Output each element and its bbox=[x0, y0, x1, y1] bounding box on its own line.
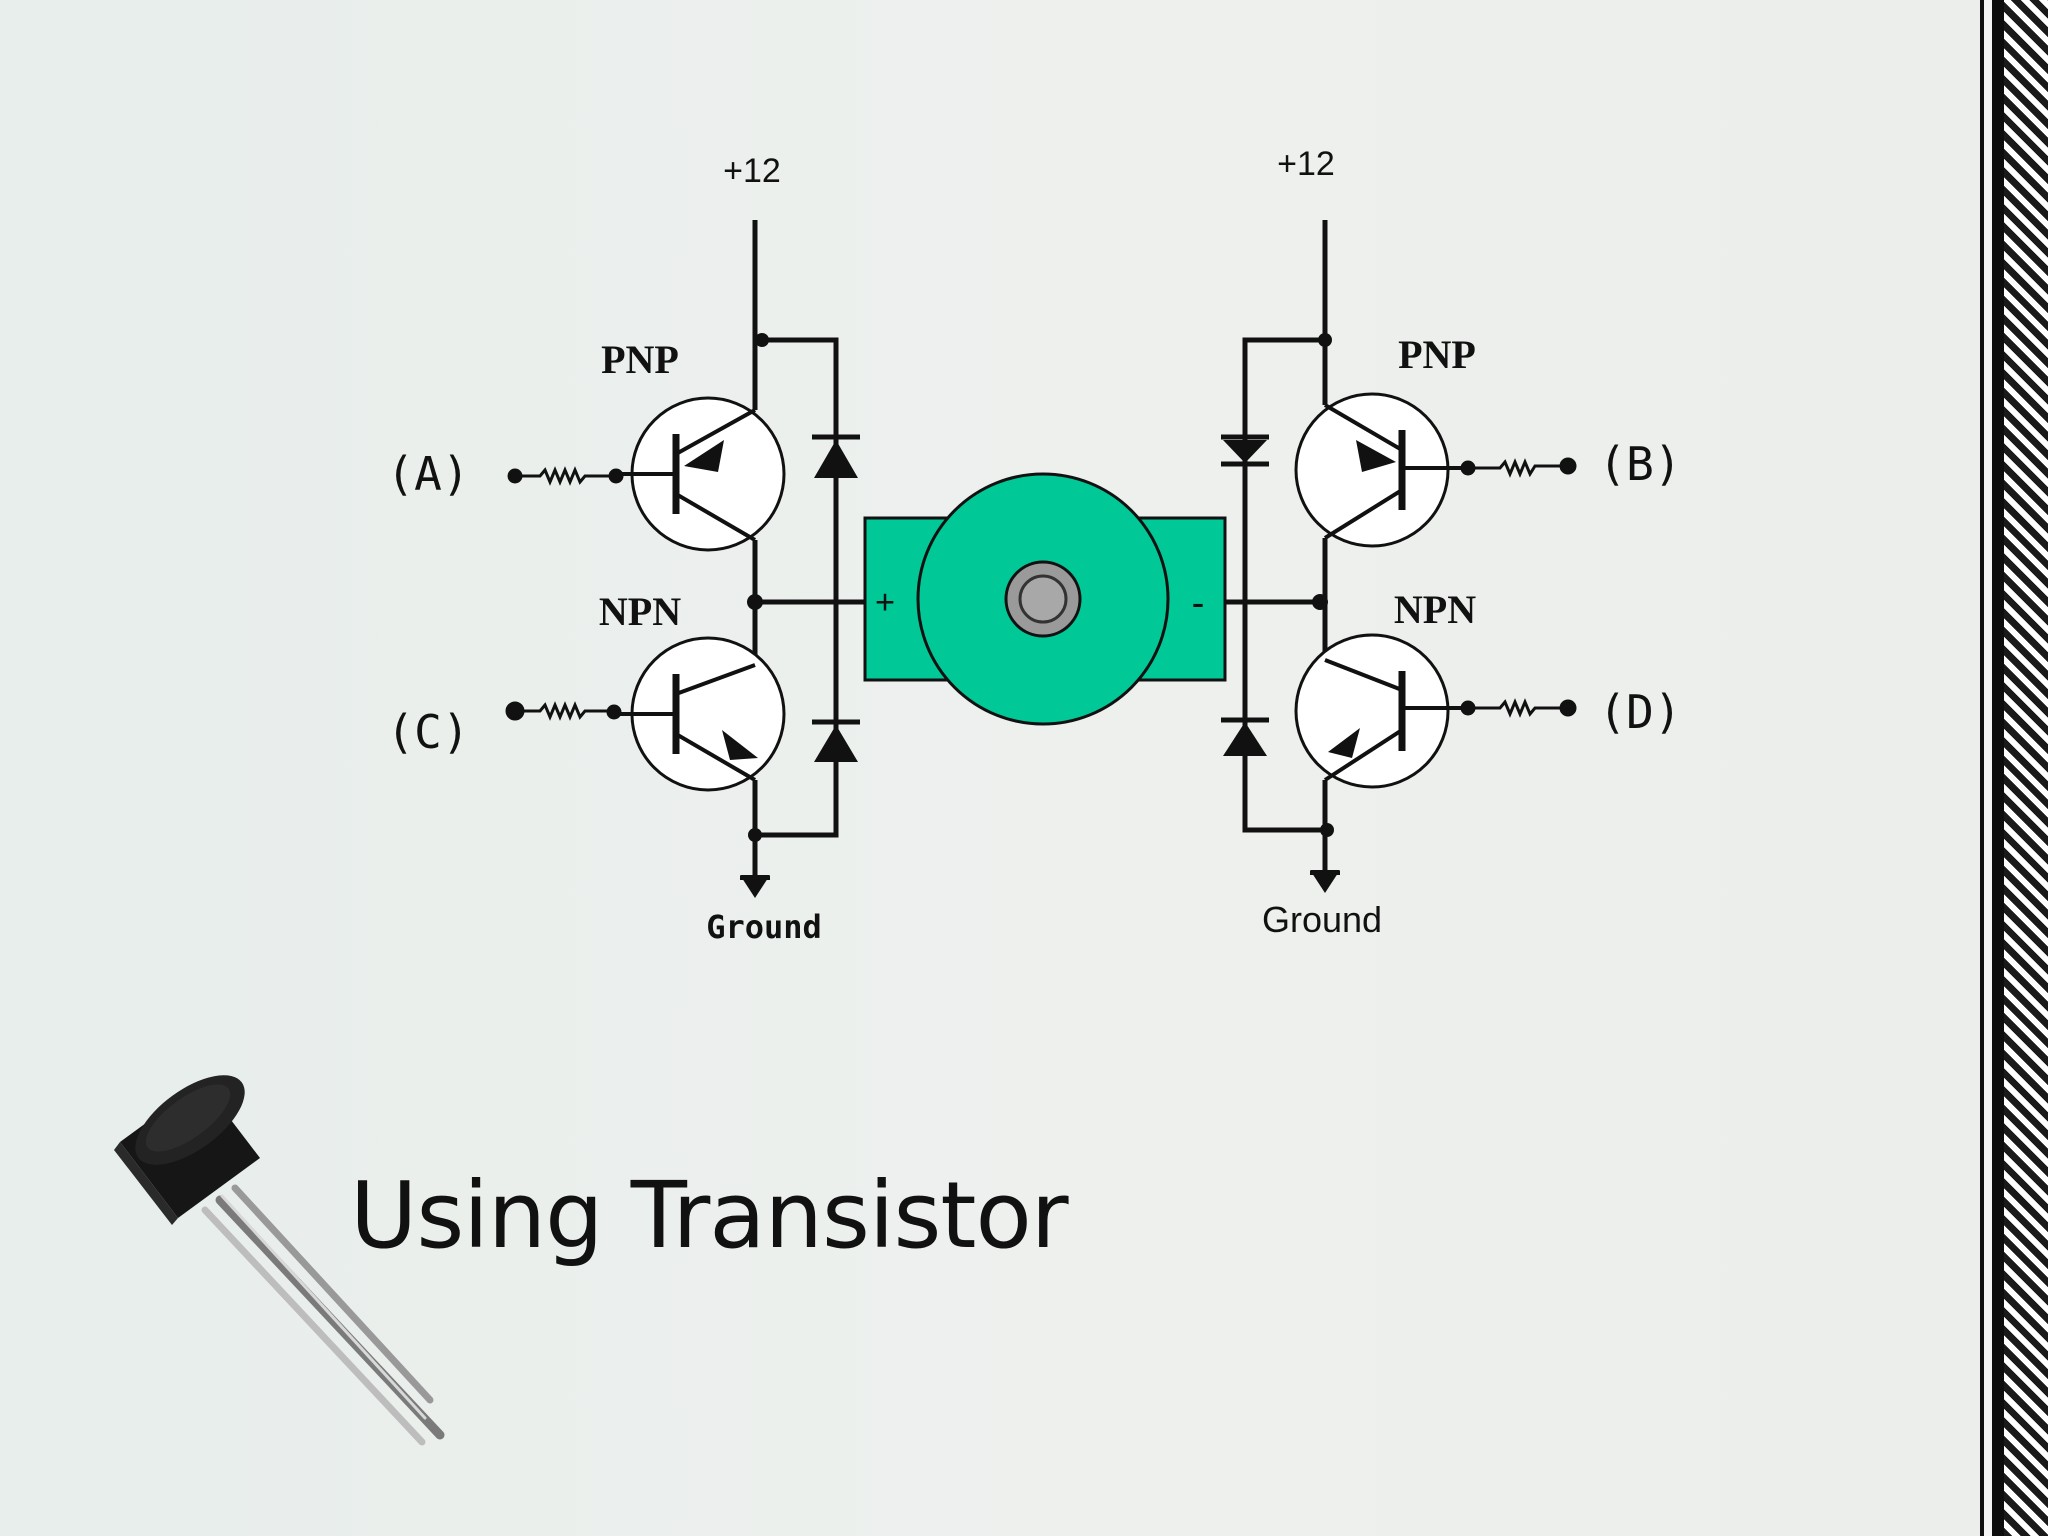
input-wire-c bbox=[505, 701, 622, 721]
dc-motor bbox=[863, 472, 1227, 726]
npn-label-right: NPN bbox=[1394, 587, 1476, 632]
input-label-d: (D) bbox=[1598, 685, 1681, 739]
input-wire-d bbox=[1460, 698, 1577, 718]
slide-title: Using Transistor bbox=[350, 1162, 1069, 1269]
npn-label-left: NPN bbox=[599, 589, 681, 634]
npn-transistor-left bbox=[620, 636, 786, 792]
motor-plus-terminal: + bbox=[875, 582, 896, 622]
input-label-b: (B) bbox=[1598, 437, 1681, 491]
input-label-c: (C) bbox=[386, 705, 469, 759]
pnp-label-left: PNP bbox=[601, 337, 679, 382]
supply-label-left: +12 bbox=[723, 152, 781, 190]
input-wire-a bbox=[507, 466, 624, 486]
flyback-diode-right-top bbox=[1221, 434, 1269, 467]
npn-transistor-right bbox=[1294, 633, 1462, 789]
ground-label-right: Ground bbox=[1262, 899, 1382, 940]
h-bridge-circuit-diagram: +12 +12 PNP NPN bbox=[386, 145, 1681, 946]
pnp-transistor-right bbox=[1294, 392, 1462, 548]
right-half-bridge bbox=[1225, 220, 1328, 875]
slide bbox=[0, 0, 1980, 1536]
transistor-component-icon bbox=[114, 1075, 445, 1446]
supply-label-right: +12 bbox=[1277, 145, 1335, 183]
ground-symbol-right bbox=[1310, 830, 1340, 893]
pnp-label-right: PNP bbox=[1398, 332, 1476, 377]
flyback-diode-right-bottom bbox=[1221, 717, 1269, 756]
left-half-bridge bbox=[752, 220, 866, 880]
pnp-transistor-left bbox=[620, 396, 786, 552]
flyback-diode-left-top bbox=[812, 434, 860, 478]
input-wire-b bbox=[1460, 457, 1577, 478]
flyback-diode-left-bottom bbox=[812, 719, 860, 762]
motor-minus-terminal: - bbox=[1192, 582, 1204, 622]
decorative-side-strip bbox=[1980, 0, 2048, 1536]
input-label-a: (A) bbox=[386, 447, 469, 501]
ground-label-left: Ground bbox=[706, 908, 822, 946]
ground-symbol-left bbox=[740, 835, 770, 898]
